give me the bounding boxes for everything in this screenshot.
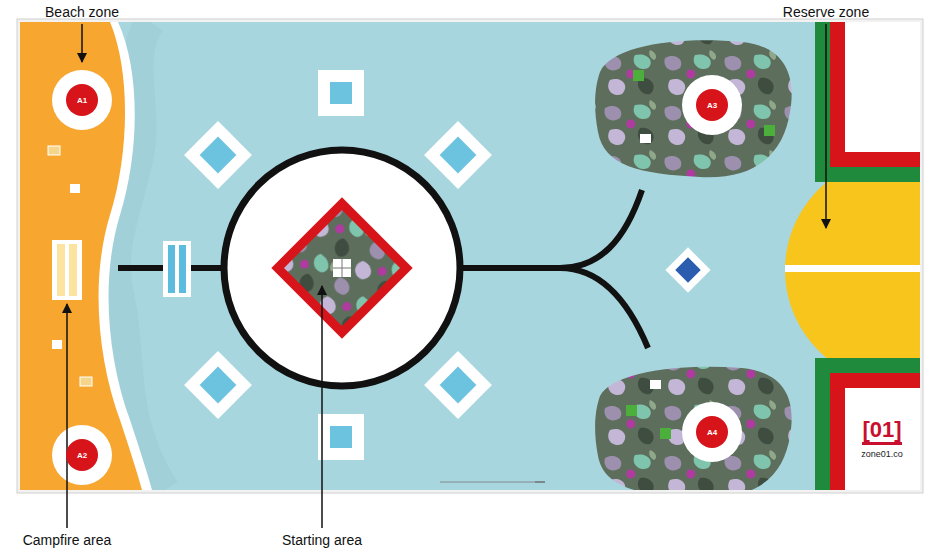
mat-shape xyxy=(330,82,352,104)
bridge-pad xyxy=(163,241,191,297)
zone-callout: Beach zone xyxy=(45,4,119,21)
start-marker xyxy=(333,259,351,277)
mat-shape xyxy=(284,210,400,326)
guide-line xyxy=(458,190,648,348)
beach-marker xyxy=(48,146,60,155)
reserve-box xyxy=(845,22,920,152)
campfire-log xyxy=(69,244,77,296)
target-circle: A2 xyxy=(66,439,98,471)
mat-shape xyxy=(675,257,700,282)
bridge-slot xyxy=(168,245,175,293)
target-label: A2 xyxy=(77,451,87,460)
reserve-divider xyxy=(785,265,920,272)
mat-shape xyxy=(633,70,644,81)
mat-shape xyxy=(440,137,477,174)
target-circle: A3 xyxy=(696,89,728,121)
mat-shape xyxy=(184,121,252,189)
area-callout: Campfire area xyxy=(23,532,112,549)
beach-edge xyxy=(20,22,152,490)
mat-surface xyxy=(20,22,920,490)
target-label: A3 xyxy=(707,101,717,110)
reserve-box xyxy=(815,22,920,182)
mat-shape xyxy=(318,70,364,116)
target-circle: A1 xyxy=(66,84,98,116)
mat-shape xyxy=(665,247,710,292)
target-fill xyxy=(696,89,728,121)
target-fill xyxy=(66,84,98,116)
reserve-box xyxy=(845,388,920,490)
mat-shape xyxy=(318,414,364,460)
logo-mark: [01] xyxy=(862,418,901,445)
target-label: A4 xyxy=(707,428,717,437)
leader-line xyxy=(321,286,323,528)
mat-shape xyxy=(660,428,671,439)
mat-shape xyxy=(682,402,742,462)
beach-marker xyxy=(52,340,62,349)
reserve-box xyxy=(830,373,920,490)
mat-shape xyxy=(682,75,742,135)
mat-shape xyxy=(424,351,492,419)
start-marker xyxy=(333,268,351,269)
campfire-log xyxy=(57,244,65,296)
reserve-box xyxy=(830,22,920,167)
target-circle: A4 xyxy=(696,416,728,448)
mat-shape xyxy=(424,121,492,189)
logo-text: zone01.co xyxy=(861,449,903,460)
leader-lines xyxy=(67,24,826,528)
campfire-area xyxy=(52,240,82,300)
start-circle xyxy=(224,150,460,386)
mat-shape xyxy=(595,367,792,490)
mat-shape xyxy=(626,405,637,416)
mat-shape xyxy=(184,351,252,419)
target-fill xyxy=(66,439,98,471)
mat-shape xyxy=(595,40,792,177)
starting-area xyxy=(271,197,412,338)
beach-zone xyxy=(20,22,142,490)
beach-marker xyxy=(70,184,80,193)
leader-line xyxy=(66,304,68,528)
mat-shape xyxy=(650,380,661,389)
zone-callout: Reserve zone xyxy=(783,4,869,21)
mat-shape xyxy=(640,134,651,143)
target-fill xyxy=(696,416,728,448)
mat-shape xyxy=(184,351,252,419)
mat-shape xyxy=(665,247,710,292)
mat-shape xyxy=(764,125,775,136)
target-ring xyxy=(52,425,112,485)
island xyxy=(595,367,792,490)
beach-marker xyxy=(80,377,92,386)
target-ring xyxy=(52,70,112,130)
scale-bar xyxy=(440,482,545,483)
mat-shape xyxy=(424,351,492,419)
mat-shape xyxy=(440,367,477,404)
leader-line xyxy=(81,24,83,62)
reserve-box xyxy=(815,358,920,490)
mat-shape xyxy=(184,121,252,189)
bridge-slot xyxy=(179,245,186,293)
mat-shape xyxy=(330,426,352,448)
target-label: A1 xyxy=(77,96,87,105)
leader-line xyxy=(825,24,827,228)
area-callout: Starting area xyxy=(282,532,362,549)
mat-shape xyxy=(200,137,237,174)
mat-shape xyxy=(200,367,237,404)
mat-shape xyxy=(271,197,412,338)
mat-shape xyxy=(424,121,492,189)
island xyxy=(595,40,792,177)
reserve-zone xyxy=(785,150,920,390)
